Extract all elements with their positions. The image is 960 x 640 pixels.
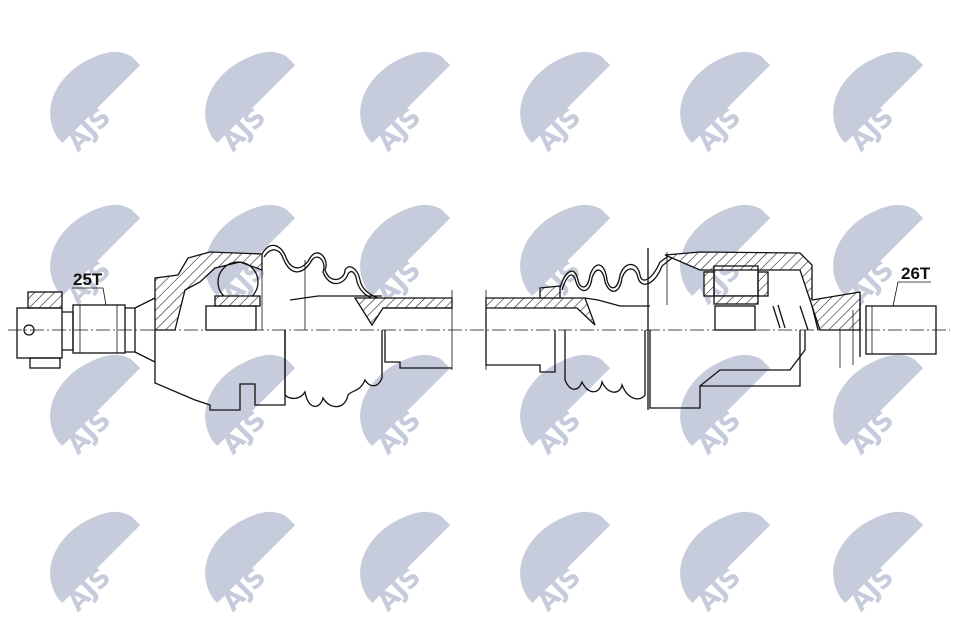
watermark-blob [833, 204, 924, 296]
watermark-blob [50, 511, 141, 603]
watermark-blob [520, 354, 611, 446]
watermark-blob [833, 511, 924, 603]
right-spline-label: 26T [901, 264, 931, 283]
watermark-blob [520, 511, 611, 603]
watermark-blob [360, 51, 451, 143]
left-spline-label: 25T [73, 270, 103, 289]
watermark-blob [680, 51, 771, 143]
outer-cv-joint [154, 251, 306, 411]
right-shaft [485, 290, 650, 373]
watermark-blob [520, 204, 611, 296]
watermark-blob [205, 204, 296, 296]
watermark-blob [680, 204, 771, 296]
watermark-blob [360, 354, 451, 446]
watermark-blob [520, 51, 611, 143]
watermark-blob [360, 511, 451, 603]
right-boot [539, 254, 673, 400]
drive-shaft: 25T [8, 244, 950, 411]
watermark-blob [50, 51, 141, 143]
right-spline-leader-tick [892, 281, 899, 307]
left-spline-25t [72, 297, 156, 363]
left-spline-leader-tick [102, 287, 107, 306]
watermark-blob [680, 354, 771, 446]
inner-tripod-joint [647, 248, 861, 410]
watermark-blob [205, 354, 296, 446]
right-spline-26t [859, 303, 937, 357]
watermark-blob [680, 511, 771, 603]
watermark-blob [205, 511, 296, 603]
left-shaft [289, 290, 453, 370]
watermark-blob [360, 204, 451, 296]
watermark-blob [833, 354, 924, 446]
watermark-blob [50, 354, 141, 446]
watermark-blob [833, 51, 924, 143]
left-boot [261, 244, 383, 408]
watermark-blob [205, 51, 296, 143]
watermark-blob [50, 204, 141, 296]
